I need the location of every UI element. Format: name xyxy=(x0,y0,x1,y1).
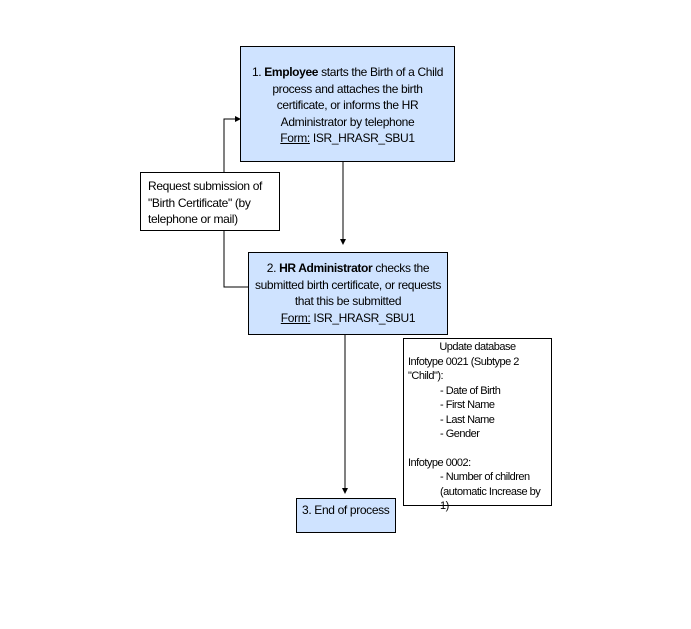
step3-label: 3. End of process xyxy=(302,503,390,517)
step2-actor: HR Administrator xyxy=(279,261,373,275)
step3-box: 3. End of process xyxy=(296,498,396,533)
step1-form-label: Form: xyxy=(280,131,310,145)
database-note-title: Update database xyxy=(439,341,516,353)
database-note-box: Update database Infotype 0021 (Subtype 2… xyxy=(403,338,552,512)
infotype1-field-first-name: - First Name xyxy=(440,399,495,411)
step2-number: 2. xyxy=(266,261,277,275)
step1-actor: Employee xyxy=(264,65,319,79)
step1-form-value: ISR_HRASR_SBU1 xyxy=(312,131,415,145)
request-note-box: Request submission of "Birth Certificate… xyxy=(140,172,280,231)
step2-form-value: ISR_HRASR_SBU1 xyxy=(313,310,416,325)
infotype1-field-dob: - Date of Birth xyxy=(440,384,501,397)
step1-number: 1. xyxy=(251,65,262,79)
infotype1-field-last-name: - Last Name xyxy=(440,413,495,426)
step2-box: 2. HR Administrator checks the submitted… xyxy=(248,252,448,335)
infotype2-label: Infotype 0002: xyxy=(408,456,471,469)
request-note-text: Request submission of "Birth Certificate… xyxy=(148,179,263,226)
infotype1-label: Infotype 0021 (Subtype 2 "Child"): xyxy=(408,355,519,383)
infotype1-field-gender: - Gender xyxy=(440,428,480,440)
step1-text: starts the Birth of a Child process and … xyxy=(272,65,444,129)
step2-text: checks the submitted birth certificate, … xyxy=(254,261,442,308)
step2-form-label: Form: xyxy=(280,310,311,325)
infotype2-field-children: - Number of children (automatic Increase… xyxy=(440,471,541,512)
step1-box: 1. Employee starts the Birth of a Child … xyxy=(240,46,455,162)
